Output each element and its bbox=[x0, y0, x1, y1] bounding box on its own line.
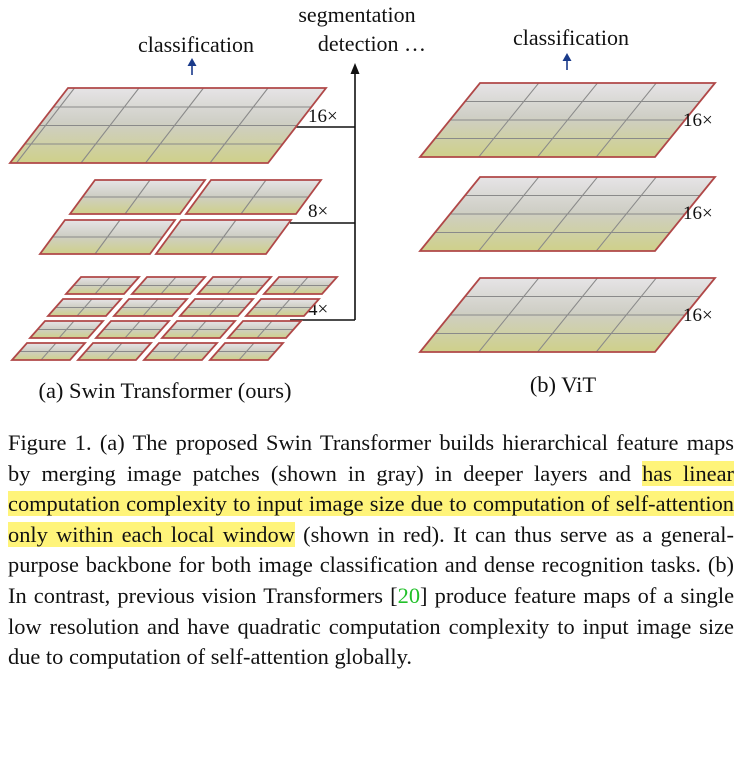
swin-4x-window-window-border bbox=[112, 298, 189, 317]
swin-classification-label: classification bbox=[138, 32, 254, 57]
swin-4x-window-window-border bbox=[28, 320, 105, 339]
citation-link[interactable]: 20 bbox=[397, 582, 421, 608]
swin-4x-window-window-border bbox=[196, 276, 273, 295]
swin-4x-window-window-border bbox=[10, 342, 87, 361]
patch-line bbox=[595, 277, 657, 353]
vit-scale-16x-middle: 16× bbox=[683, 203, 713, 224]
swin-stage-16x bbox=[8, 87, 328, 164]
swin-subcaption: (a) Swin Transformer (ours) bbox=[38, 378, 291, 403]
swin-4x-window-window-border bbox=[130, 276, 207, 295]
swin-4x-window-window-border bbox=[160, 320, 237, 339]
figure-1: classification segmentation detection … … bbox=[8, 2, 717, 403]
swin-4x-window-window-border bbox=[142, 342, 219, 361]
vit-top-window-border bbox=[418, 82, 717, 158]
vit-scale-16x-top: 16× bbox=[683, 110, 713, 131]
swin-4x-window-window-border bbox=[46, 298, 123, 317]
detection-label: detection … bbox=[318, 31, 426, 56]
figure-caption: Figure 1. (a) The proposed Swin Transfor… bbox=[8, 428, 734, 673]
vit-subcaption: (b) ViT bbox=[530, 372, 597, 397]
vit-stage-bottom bbox=[418, 277, 717, 353]
segmentation-label: segmentation bbox=[298, 2, 415, 27]
vit-up-arrow bbox=[562, 53, 572, 70]
swin-stage-8x bbox=[38, 179, 323, 255]
vit-middle-window-border bbox=[418, 176, 717, 252]
vit-classification-label: classification bbox=[513, 25, 629, 50]
swin-scale-8x: 8× bbox=[308, 201, 328, 222]
caption-lead: Figure 1. (a) The proposed Swin Transfor… bbox=[8, 430, 734, 486]
swin-4x-window-window-border bbox=[226, 320, 303, 339]
caption-middle: (shown in red). It can thus serve as a g… bbox=[8, 521, 734, 608]
swin-up-arrow bbox=[187, 58, 197, 75]
swin-stage-4x bbox=[10, 276, 339, 361]
vit-bottom-window-border bbox=[418, 277, 717, 353]
swin-4x-window-window-border bbox=[178, 298, 255, 317]
swin-4x-window-window-border bbox=[208, 342, 285, 361]
patch-line bbox=[595, 176, 657, 252]
patch-line bbox=[595, 82, 657, 158]
vit-stage-top bbox=[418, 82, 717, 158]
swin-4x-window-window-border bbox=[64, 276, 141, 295]
swin-scale-16x: 16× bbox=[308, 106, 338, 127]
vit-stage-middle bbox=[418, 176, 717, 252]
swin-4x-window-window-border bbox=[76, 342, 153, 361]
caption-tail: ] produce feature maps of a single low r… bbox=[8, 582, 735, 670]
swin-4x-window-window-border bbox=[94, 320, 171, 339]
vit-scale-16x-bottom: 16× bbox=[683, 305, 713, 326]
swin-4x-window-window-border bbox=[244, 298, 321, 317]
feature-pyramid-arrow bbox=[290, 63, 360, 321]
swin-4x-window-window-border bbox=[262, 276, 339, 295]
